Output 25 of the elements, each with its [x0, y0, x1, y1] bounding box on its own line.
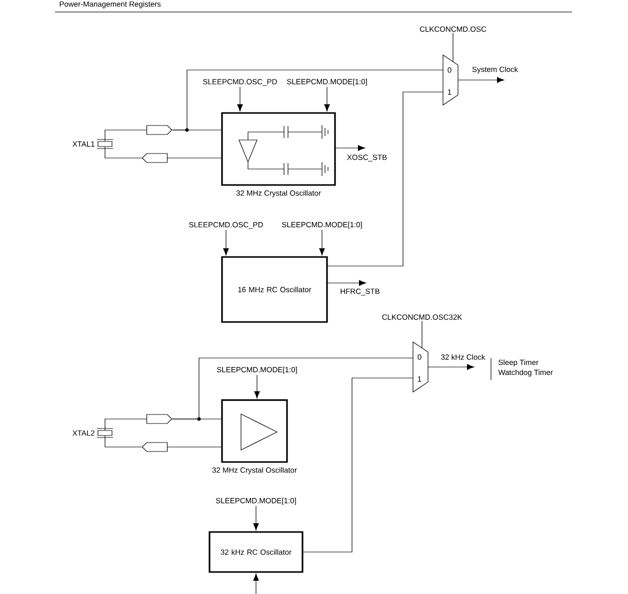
connector	[223, 230, 229, 256]
connector	[254, 374, 260, 398]
buffer-symbol	[142, 442, 168, 452]
connector	[452, 32, 454, 62]
connector	[104, 436, 142, 448]
connector	[167, 446, 222, 448]
connector	[326, 280, 366, 286]
connector	[303, 378, 414, 552]
connector	[458, 77, 504, 83]
buffer-symbol	[146, 125, 172, 135]
connector	[326, 92, 444, 266]
connector	[334, 145, 366, 151]
connector	[172, 358, 414, 420]
connector	[253, 574, 259, 594]
buffer-symbol	[146, 414, 172, 424]
connector	[237, 86, 243, 112]
buffer-symbol	[142, 153, 168, 163]
connector	[104, 418, 147, 430]
connector	[428, 364, 474, 370]
connector	[319, 230, 325, 256]
connector	[172, 70, 444, 130]
connector	[104, 146, 142, 158]
connector	[104, 130, 147, 142]
connector	[324, 86, 330, 112]
connector	[253, 506, 259, 530]
